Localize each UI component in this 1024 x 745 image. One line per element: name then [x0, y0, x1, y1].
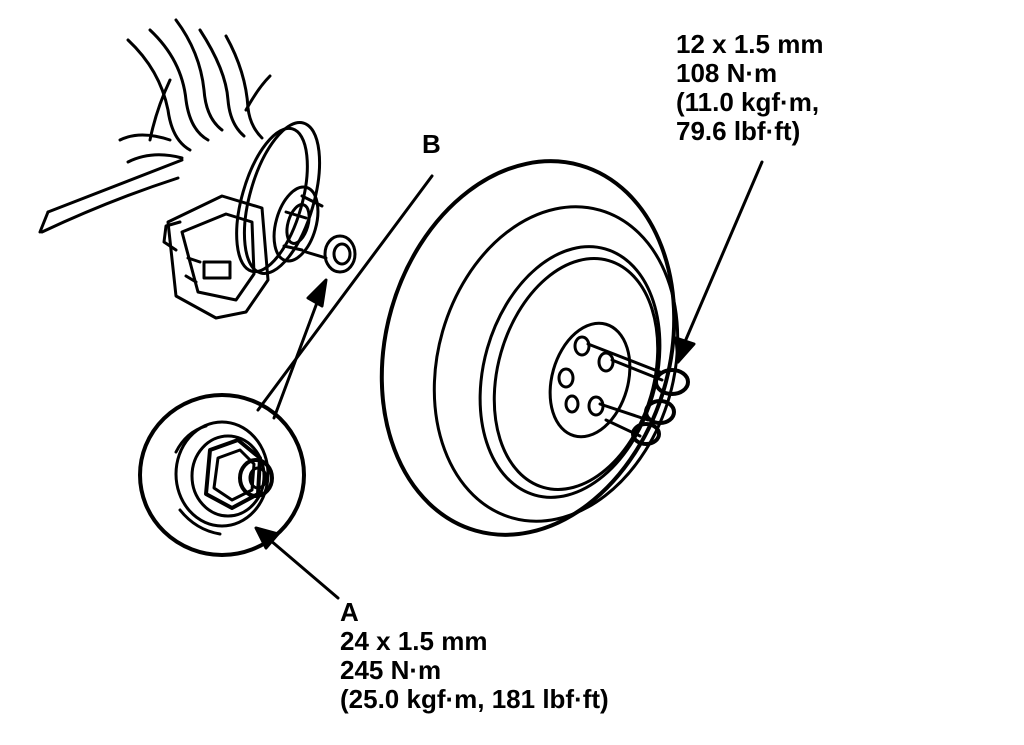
callout-a: A 24 x 1.5 mm 245 N·m (25.0 kgf·m, 181 l… [340, 598, 609, 714]
lug-nut-size: 12 x 1.5 mm [676, 29, 824, 59]
callout-a-letter: A [340, 597, 359, 627]
lug-nut-torque-alt-2: 79.6 lbf·ft) [676, 116, 801, 146]
callout-lug-nut: 12 x 1.5 mm 108 N·m (11.0 kgf·m, 79.6 lb… [676, 30, 823, 146]
lug-nut-torque-alt-1: (11.0 kgf·m, [676, 87, 820, 117]
hub-knuckle-assembly [38, 18, 357, 320]
leader-lines [254, 160, 764, 600]
spindle-nut-detail [138, 393, 306, 557]
callout-a-size: 24 x 1.5 mm [340, 626, 488, 656]
callout-a-torque-nm: 245 N·m [340, 655, 442, 685]
callout-b-letter: B [422, 129, 441, 159]
callout-b: B [422, 130, 441, 159]
lug-nut-torque-nm: 108 N·m [676, 58, 778, 88]
road-wheel [379, 159, 690, 537]
callout-a-torque-alt: (25.0 kgf·m, 181 lbf·ft) [340, 684, 609, 714]
